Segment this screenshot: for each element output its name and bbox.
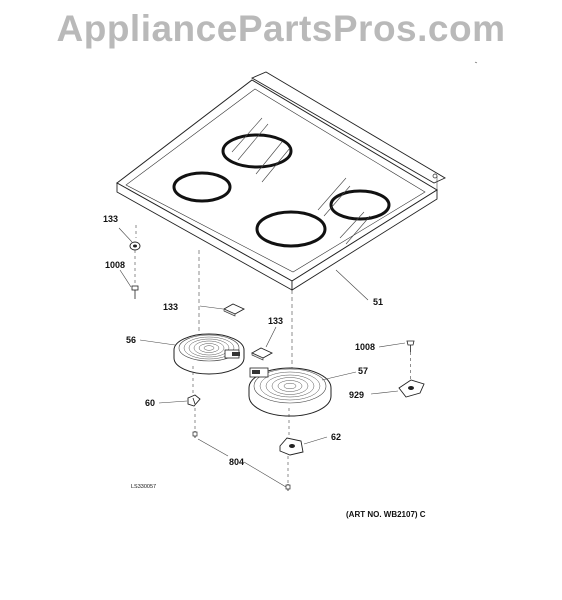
label-part-1008-right: 1008 <box>355 342 375 352</box>
label-part-133-left: 133 <box>103 214 118 224</box>
label-part-133-middle: 133 <box>268 316 283 326</box>
glass-reflection-lines <box>231 117 371 245</box>
label-part-929: 929 <box>349 390 364 400</box>
part-133-pad-upper <box>223 303 245 317</box>
part-62-clip-right <box>279 408 304 456</box>
cooktop-glass-top <box>116 71 446 291</box>
label-part-133-upper: 133 <box>163 302 178 312</box>
burner-ring-back-left <box>221 133 293 169</box>
part-56-radiant-element-left <box>173 333 245 375</box>
label-part-62: 62 <box>331 432 341 442</box>
drawing-code: LS330057 <box>131 484 156 490</box>
part-929-bracket <box>398 379 425 398</box>
burner-ring-front-right <box>255 210 327 248</box>
label-part-60: 60 <box>145 398 155 408</box>
label-part-1008-left: 1008 <box>105 260 125 270</box>
part-1008-screw-right <box>406 340 415 380</box>
burner-ring-back-right <box>329 189 391 221</box>
part-57-radiant-element-right <box>248 367 332 417</box>
label-part-51: 51 <box>373 297 383 307</box>
part-133-pad-middle <box>251 347 273 361</box>
label-part-56: 56 <box>126 335 136 345</box>
part-804-screws <box>192 408 291 491</box>
label-part-804: 804 <box>229 457 244 467</box>
part-1008-screw-left <box>131 250 139 299</box>
watermark-logo: AppliancePartsPros.com <box>56 8 506 49</box>
art-number: (ART NO. WB2107) C <box>346 510 426 519</box>
part-60-clip-left <box>187 366 201 407</box>
label-part-57: 57 <box>358 366 368 376</box>
burner-ring-front-left <box>172 171 232 203</box>
part-133-grommet-left <box>129 241 141 251</box>
